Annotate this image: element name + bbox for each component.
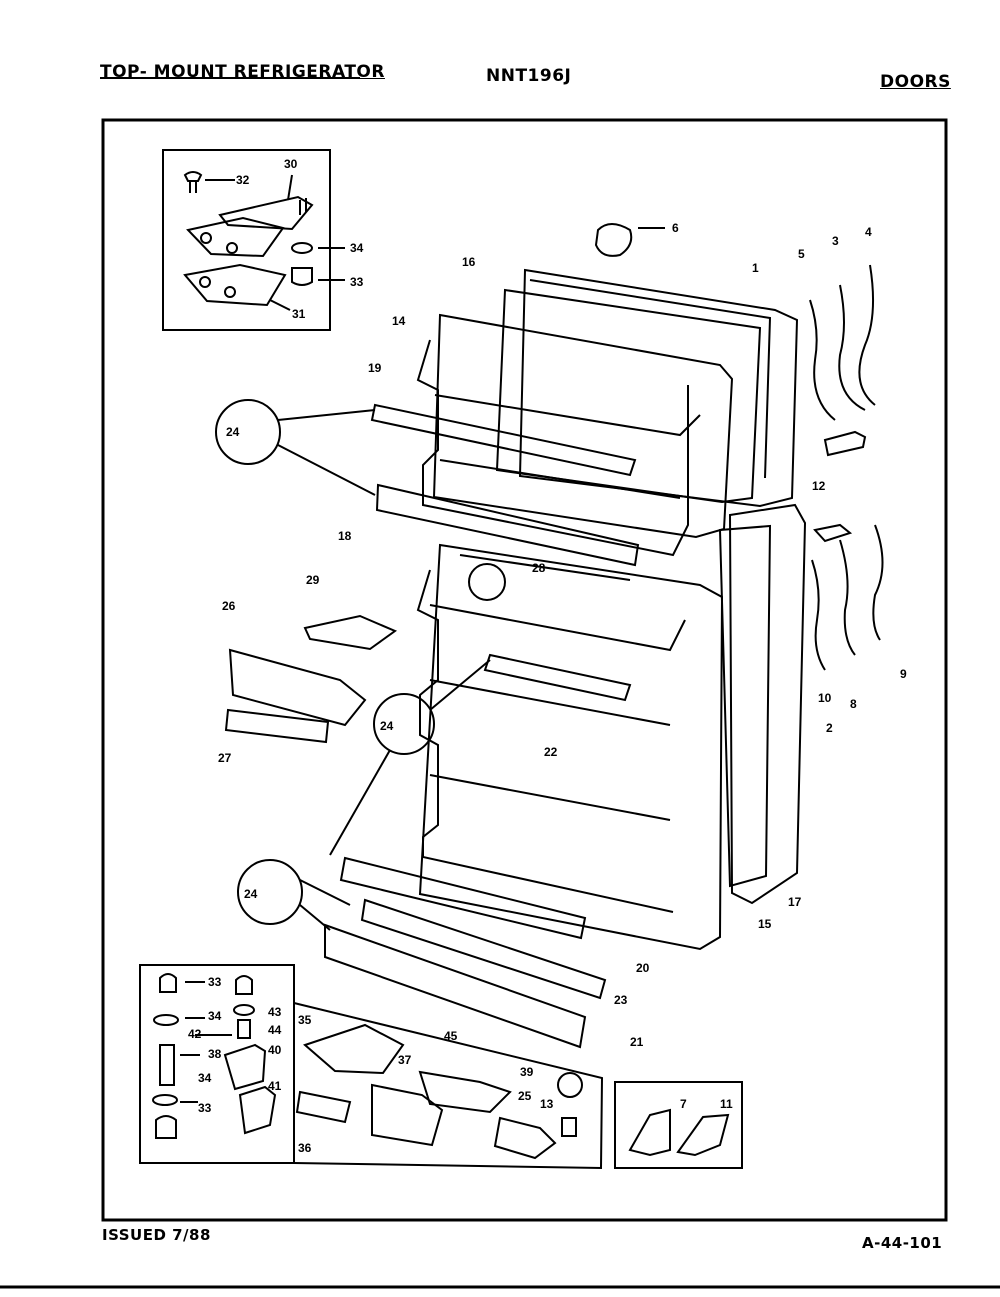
inset-top-hinge	[162, 149, 331, 331]
callout-5: 5	[798, 247, 805, 261]
callout-34-top: 34	[350, 241, 364, 255]
callout-42: 42	[188, 1027, 202, 1041]
issue-date: ISSUED 7/88	[102, 1226, 211, 1244]
callout-39: 39	[520, 1065, 534, 1079]
callout-22: 22	[544, 745, 558, 759]
callout-33-bottom: 33	[198, 1101, 212, 1115]
callout-33-mid: 33	[208, 975, 222, 989]
door-knob-6	[594, 223, 633, 257]
butter-compartment	[228, 648, 367, 727]
callout-26: 26	[222, 599, 236, 613]
freezer-shelf-rail-upper	[370, 403, 637, 477]
lower-rail-21	[324, 923, 587, 1049]
freezer-gasket	[495, 288, 762, 504]
callout-34-bottom: 34	[198, 1071, 212, 1085]
callout-8: 8	[850, 697, 857, 711]
freezer-shelf-rail-lower	[375, 483, 640, 567]
callout-23: 23	[614, 993, 628, 1007]
callout-18: 18	[338, 529, 352, 543]
callout-24-bottom	[237, 859, 303, 925]
callout-9: 9	[900, 667, 907, 681]
callout-21: 21	[630, 1035, 644, 1049]
callout-43: 43	[268, 1005, 282, 1019]
freezer-door-panel	[518, 268, 799, 508]
callout-24-top	[215, 399, 281, 465]
lower-rail-20	[339, 856, 587, 940]
callout-41: 41	[268, 1079, 282, 1093]
callout-35: 35	[298, 1013, 312, 1027]
callout-31: 31	[292, 307, 306, 321]
callout-34-mid: 34	[208, 1009, 222, 1023]
callout-16: 16	[462, 255, 476, 269]
callout-19: 19	[368, 361, 382, 375]
compartment-door	[303, 614, 398, 651]
callout-28: 28	[532, 561, 546, 575]
callout-10: 10	[818, 691, 832, 705]
fresh-food-liner	[418, 543, 724, 951]
fresh-food-door-panel	[728, 503, 807, 905]
callout-33-top: 33	[350, 275, 364, 289]
callout-29: 29	[306, 573, 320, 587]
inset-bottom-hardware	[293, 1002, 604, 1170]
callout-44: 44	[268, 1023, 282, 1037]
callout-14: 14	[392, 314, 406, 328]
lower-rail-23	[360, 898, 607, 1000]
top-hinge-parts	[183, 171, 314, 307]
callout-6: 6	[672, 221, 679, 235]
callout-24-bottom-label: 24	[244, 887, 258, 901]
callout-12: 12	[812, 479, 826, 493]
callout-20: 20	[636, 961, 650, 975]
page-code: A-44-101	[862, 1234, 943, 1252]
bottom-hardware-parts	[295, 1023, 583, 1160]
callout-24-mid-label: 24	[380, 719, 394, 733]
callout-24-top-label: 24	[226, 425, 240, 439]
diagram-frame	[101, 118, 948, 1222]
callout-13: 13	[540, 1097, 554, 1111]
callout-3: 3	[832, 234, 839, 248]
callout-36: 36	[298, 1141, 312, 1155]
callout-25: 25	[518, 1089, 532, 1103]
callout-32: 32	[236, 173, 250, 187]
callout-38: 38	[208, 1047, 222, 1061]
callout-15: 15	[758, 917, 772, 931]
callout-4: 4	[865, 225, 872, 239]
callout-37: 37	[398, 1053, 412, 1067]
callout-24-mid	[373, 693, 435, 755]
bottom-hinge-parts	[152, 973, 277, 1139]
model-number: NNT196J	[486, 66, 572, 86]
callout-11: 11	[720, 1097, 733, 1111]
callout-17: 17	[788, 895, 802, 909]
callout-7: 7	[680, 1097, 687, 1111]
callout-30: 30	[284, 157, 298, 171]
door-shelf-rail	[483, 653, 632, 702]
inset-bottom-hinge	[139, 964, 295, 1164]
callout-45: 45	[444, 1029, 458, 1043]
callout-1: 1	[752, 261, 759, 275]
fresh-food-gasket	[718, 524, 772, 888]
section-title: DOORS	[880, 72, 951, 92]
callout-40: 40	[268, 1043, 282, 1057]
callout-27: 27	[218, 751, 232, 765]
inset-handle-brackets	[614, 1081, 743, 1169]
callout-2: 2	[826, 721, 833, 735]
compartment-label	[224, 708, 330, 744]
callout-28	[468, 563, 506, 601]
